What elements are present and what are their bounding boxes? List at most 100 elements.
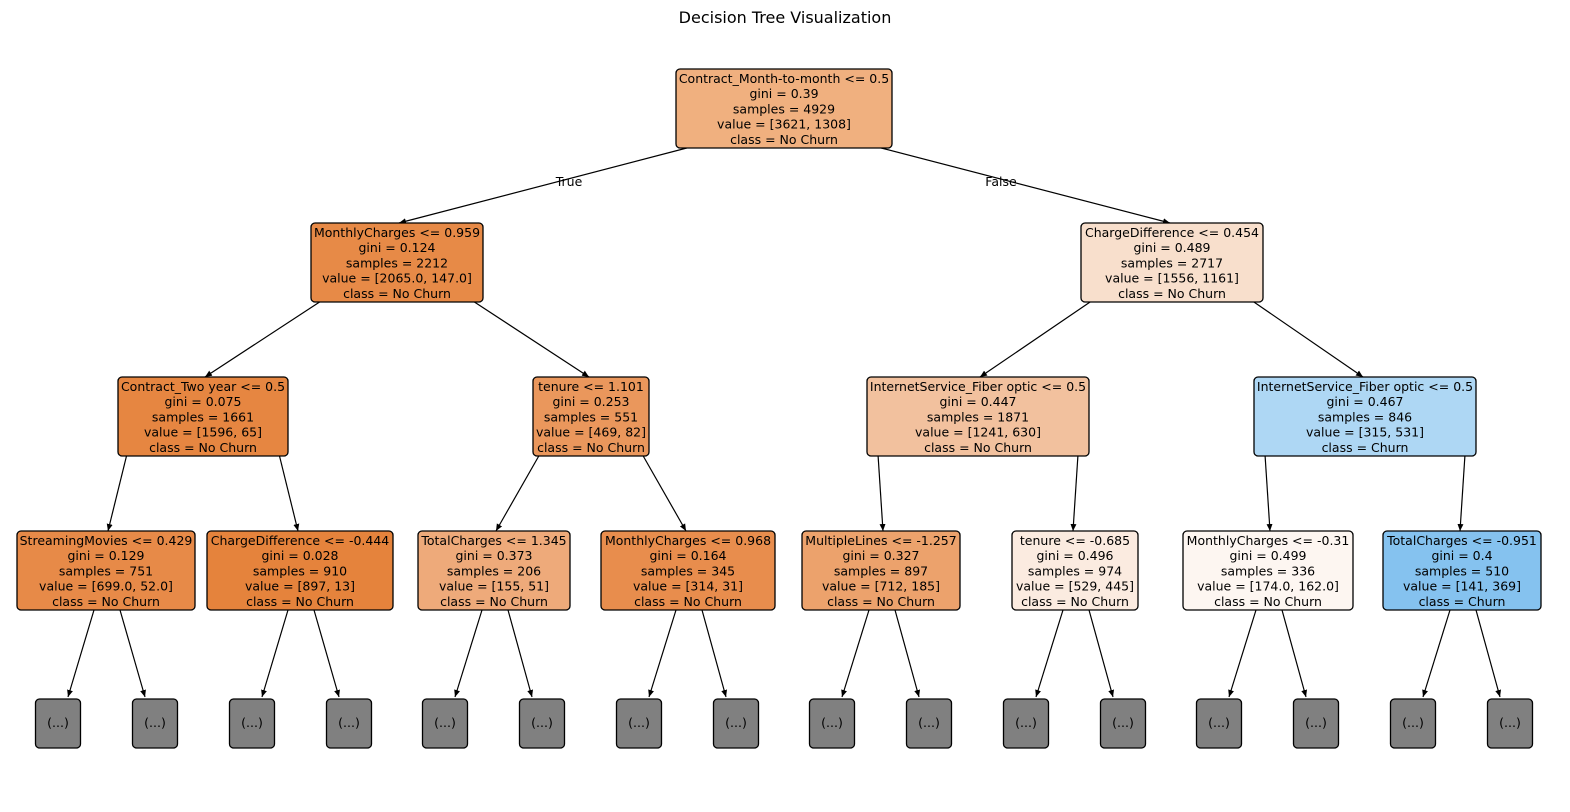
node-label-line: gini = 0.489 [1133, 240, 1210, 255]
truncated-node-box [421, 698, 469, 749]
truncated-node: (...) [1195, 698, 1243, 749]
truncated-node: (...) [712, 698, 760, 749]
node-label-line: InternetService_Fiber optic <= 0.5 [1257, 379, 1473, 394]
truncated-node-label: (...) [918, 715, 940, 730]
tree-edge [841, 609, 870, 698]
truncated-node: (...) [1389, 698, 1437, 749]
node-label-line: class = No Churn [343, 286, 451, 301]
truncated-node-box [1389, 698, 1437, 749]
node-label-line: gini = 0.075 [164, 394, 241, 409]
truncated-node-label: (...) [144, 715, 166, 730]
truncated-node: (...) [228, 698, 276, 749]
node-box [310, 222, 484, 303]
truncated-node-label: (...) [1305, 715, 1327, 730]
tree-edge [1088, 609, 1115, 698]
truncated-node: (...) [905, 698, 953, 749]
tree-edge [1475, 609, 1502, 698]
tree-edge [454, 609, 483, 698]
truncated-node-box [712, 698, 760, 749]
node-label-line: tenure <= -0.685 [1020, 533, 1130, 548]
tree-edge [877, 455, 886, 532]
node-label-line: InternetService_Fiber optic <= 0.5 [870, 379, 1086, 394]
chart-title: Decision Tree Visualization [678, 8, 892, 27]
truncated-node-label: (...) [1208, 715, 1230, 730]
truncated-node-box [1002, 698, 1050, 749]
node-label-line: gini = 0.496 [1036, 548, 1113, 563]
node-label-line: gini = 0.253 [552, 394, 629, 409]
node-label-line: samples = 510 [1415, 563, 1509, 578]
node-label-line: class = No Churn [634, 594, 742, 609]
node-box [1182, 530, 1354, 611]
tree-edge [507, 609, 534, 698]
truncated-node-label: (...) [1499, 715, 1521, 730]
node-label-line: value = [141, 369] [1403, 579, 1521, 594]
node-label-line: samples = 4929 [733, 101, 835, 116]
truncated-node: (...) [325, 698, 373, 749]
node-label-line: gini = 0.124 [358, 240, 435, 255]
node-label-line: value = [155, 51] [439, 579, 549, 594]
node-label-line: samples = 846 [1318, 409, 1412, 424]
node-label-line: gini = 0.028 [261, 548, 338, 563]
truncated-node-label: (...) [434, 715, 456, 730]
node-label-line: samples = 206 [447, 563, 541, 578]
node-label-line: samples = 345 [641, 563, 735, 578]
truncated-node: (...) [808, 698, 856, 749]
truncated-node: (...) [518, 698, 566, 749]
truncated-node: (...) [1486, 698, 1534, 749]
node-label-line: gini = 0.4 [1431, 548, 1492, 563]
node-label-line: MonthlyCharges <= 0.959 [314, 225, 480, 240]
node-label-line: gini = 0.164 [649, 548, 726, 563]
node-label-line: class = No Churn [537, 440, 645, 455]
node-label-line: class = No Churn [1021, 594, 1129, 609]
node-label-line: value = [529, 445] [1016, 579, 1134, 594]
tree-edge [313, 609, 340, 698]
tree-edge [495, 455, 540, 532]
tree-edge [1281, 609, 1308, 698]
tree-edge [1070, 455, 1079, 532]
truncated-node-label: (...) [47, 715, 69, 730]
node-label-line: value = [1241, 630] [915, 425, 1041, 440]
tree-edge [67, 609, 95, 698]
node-label-line: value = [712, 185] [822, 579, 940, 594]
truncated-node-box [228, 698, 276, 749]
node-box [417, 530, 571, 611]
tree-edge [881, 147, 1171, 225]
node-label-line: MonthlyCharges <= 0.968 [605, 533, 771, 548]
truncated-node-box [1292, 698, 1340, 749]
node-label-line: class = No Churn [924, 440, 1032, 455]
tree-edge [1457, 455, 1466, 532]
tree-edge [1253, 301, 1364, 378]
truncated-node-label: (...) [1112, 715, 1134, 730]
node-label-line: class = No Churn [246, 594, 354, 609]
node-label-line: class = No Churn [827, 594, 935, 609]
truncated-node-label: (...) [1015, 715, 1037, 730]
node-box [600, 530, 776, 611]
node-label-line: value = [314, 31] [633, 579, 743, 594]
node-label-line: MonthlyCharges <= -0.31 [1187, 533, 1350, 548]
node-box [675, 68, 893, 149]
node-label-line: samples = 336 [1221, 563, 1315, 578]
node-label-line: gini = 0.499 [1229, 548, 1306, 563]
tree-edge [119, 609, 146, 698]
truncated-node-label: (...) [338, 715, 360, 730]
truncated-node: (...) [1099, 698, 1147, 749]
truncated-node-box [615, 698, 663, 749]
node-box [1253, 376, 1477, 457]
node-box [16, 530, 196, 611]
truncated-node-label: (...) [531, 715, 553, 730]
tree-edge [894, 609, 921, 698]
node-label-line: MultipleLines <= -1.257 [805, 533, 956, 548]
node-label-line: value = [469, 82] [536, 425, 646, 440]
tree-edge [474, 301, 590, 378]
node-label-line: class = Churn [1419, 594, 1506, 609]
